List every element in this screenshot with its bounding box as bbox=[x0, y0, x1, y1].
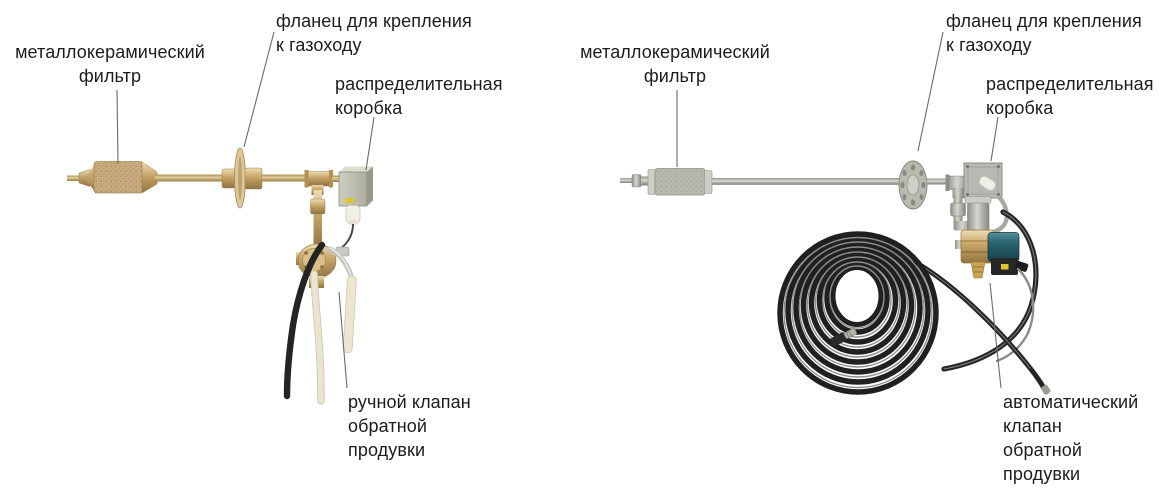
right-filter-graphic bbox=[647, 168, 713, 196]
left-black-hose-graphic bbox=[283, 241, 326, 400]
right-solenoid-graphic bbox=[987, 232, 1029, 275]
coil-tail-sheen bbox=[914, 261, 1031, 369]
right-probe-illustration bbox=[620, 160, 1051, 395]
left-filter-graphic bbox=[86, 161, 158, 194]
leader-line-left-flange bbox=[243, 31, 275, 148]
right-flange-graphic bbox=[898, 160, 948, 210]
left-probe-illustration bbox=[67, 147, 373, 405]
label-right-flange: фланец для крепления к газоходу bbox=[946, 11, 1142, 55]
right-junction-box-graphic bbox=[963, 162, 1009, 237]
solenoid-sticker-yellow bbox=[1001, 264, 1009, 270]
left-tee-fitting-graphic bbox=[304, 170, 340, 195]
label-left-filter: металлокерамический фильтр bbox=[15, 42, 205, 86]
leader-line-left-filter bbox=[116, 89, 119, 165]
left-cream-hose-core bbox=[311, 271, 324, 404]
right-hose-coil-graphic bbox=[777, 231, 1051, 395]
left-probe-tip-graphic bbox=[67, 169, 91, 187]
label-left-flange: фланец для крепления к газоходу bbox=[276, 11, 472, 55]
leader-line-left-valve bbox=[338, 291, 348, 389]
right-actuator-cylinder-graphic bbox=[964, 196, 992, 233]
left-cable-gland bbox=[345, 205, 361, 225]
label-right-filter: металлокерамический фильтр bbox=[580, 42, 770, 86]
right-black-cable-sheen bbox=[943, 211, 1037, 370]
leader-line-right-valve bbox=[989, 282, 1002, 389]
leader-lines bbox=[116, 31, 1002, 389]
leader-line-left-box bbox=[365, 116, 375, 171]
label-right-auto-valve: автоматический клапан обратной продувки bbox=[1003, 392, 1139, 484]
left-box-sticker-yellow bbox=[345, 198, 354, 203]
left-probe-rod-graphic bbox=[155, 174, 223, 182]
label-right-junction-box: распределительная коробка bbox=[986, 74, 1154, 118]
right-cable-gland bbox=[978, 175, 996, 191]
coil-connector-graphic bbox=[830, 327, 857, 347]
right-connector-cable-graphic bbox=[995, 267, 1035, 363]
leader-line-right-flange bbox=[917, 31, 944, 152]
coil-tail-ferrule bbox=[1041, 384, 1051, 395]
left-rod2-graphic bbox=[262, 174, 308, 182]
label-left-junction-box: распределительная коробка bbox=[335, 74, 503, 118]
left-down-pipe-graphic bbox=[310, 190, 326, 248]
label-left-manual-valve: ручной клапан обратной продувки bbox=[348, 392, 471, 460]
right-probe-tip-graphic bbox=[620, 174, 649, 188]
right-valve-body-graphic bbox=[955, 229, 995, 279]
left-valve-handle-graphic bbox=[327, 246, 357, 354]
right-probe-rod-graphic bbox=[712, 178, 899, 185]
left-flange-graphic bbox=[221, 147, 263, 209]
right-valve-barb bbox=[970, 261, 986, 279]
leader-line-right-box bbox=[990, 116, 999, 162]
